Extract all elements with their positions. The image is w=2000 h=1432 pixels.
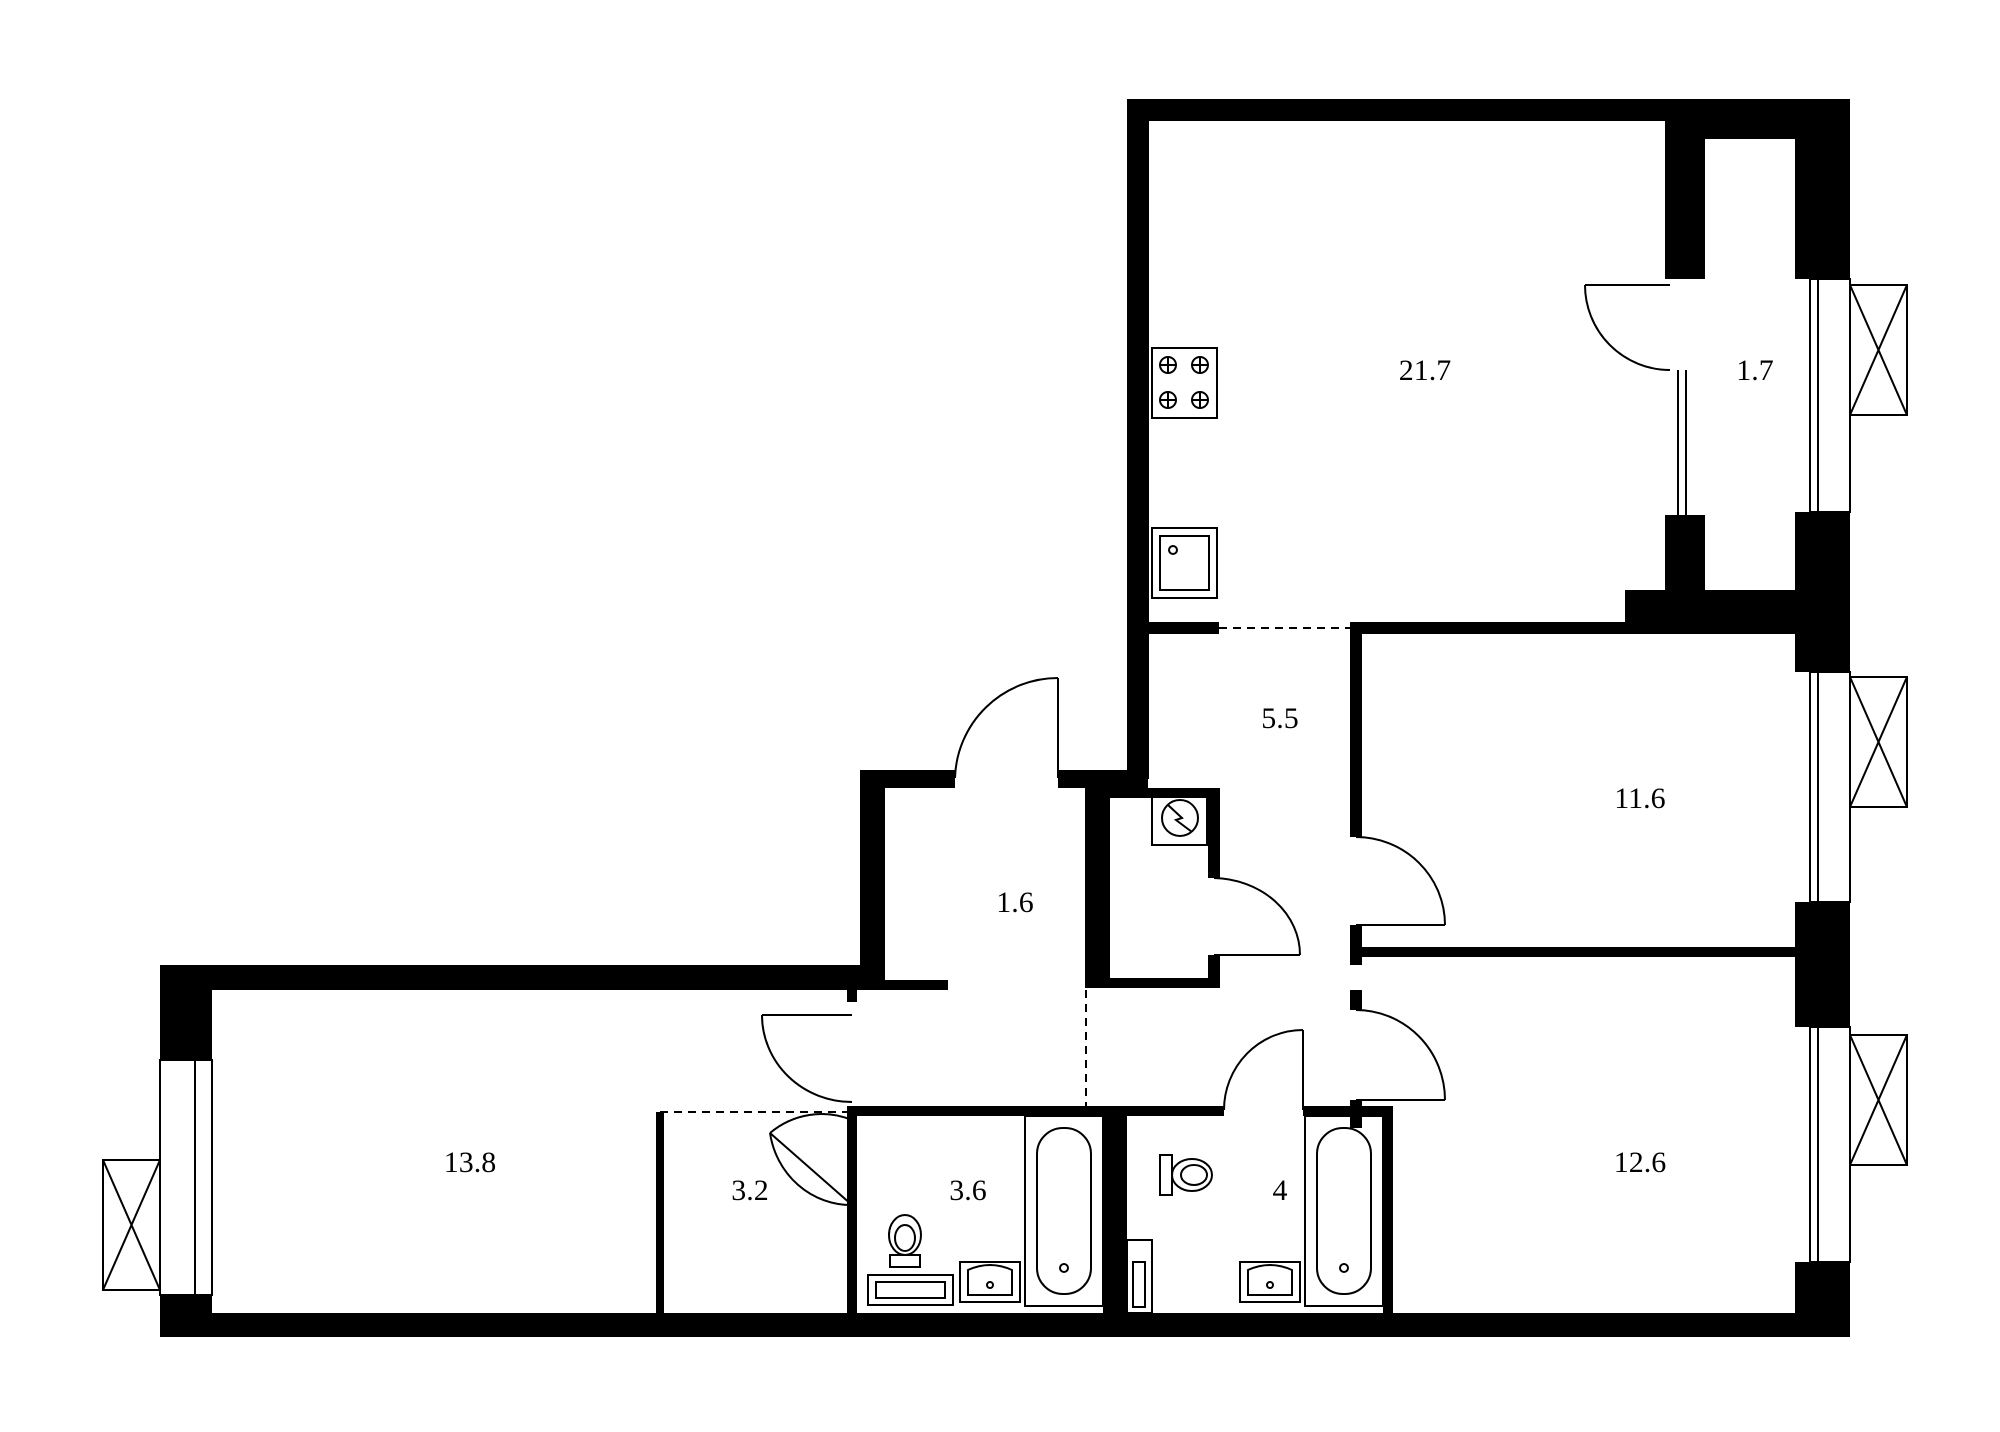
toilet-icon [1159, 1154, 1213, 1196]
room-area-hall: 5.5 [1261, 702, 1299, 735]
ac-unit-icon [1849, 284, 1908, 416]
room-area-balcony: 1.7 [1736, 354, 1774, 387]
bathtub-icon [1024, 1115, 1104, 1307]
bathroom-2-door [1223, 1029, 1304, 1111]
bedroom-2-door [761, 1014, 853, 1103]
electrical-panel-icon [1151, 789, 1208, 846]
entrance-door [954, 677, 1059, 779]
room-area-bedroom-2: 13.8 [444, 1146, 497, 1179]
room-area-bedroom-3: 12.6 [1614, 1146, 1667, 1179]
ac-unit-icon [1849, 1034, 1908, 1166]
balcony-door [1584, 284, 1687, 515]
bedroom-3-door [1355, 1009, 1446, 1101]
sink-icon [1151, 527, 1218, 599]
room-area-storage: 3.2 [731, 1174, 769, 1207]
closet-door [1213, 877, 1301, 956]
room-area-bathroom-2: 4 [1273, 1174, 1288, 1207]
walls [160, 99, 1850, 1337]
room-area-bathroom-1: 3.6 [949, 1174, 987, 1207]
room-area-bedroom-1: 11.6 [1614, 782, 1665, 815]
ac-unit-icon [102, 1159, 161, 1291]
bedroom-1-door [1355, 836, 1446, 926]
room-area-kitchen-living: 21.7 [1399, 354, 1452, 387]
washbasin-icon [1239, 1261, 1301, 1303]
room-labels: 21.7 1.7 5.5 11.6 1.6 13.8 3.2 3.6 4 12.… [444, 354, 1774, 1207]
toilet-icon [888, 1214, 922, 1268]
doors [761, 284, 1687, 1207]
openings [660, 627, 1350, 1113]
storage-door [769, 1113, 853, 1207]
bathtub-icon [1304, 1115, 1384, 1307]
windows [159, 278, 1851, 1296]
room-area-entrance: 1.6 [996, 886, 1034, 919]
washing-machine-icon [867, 1274, 954, 1306]
riser-icon [1126, 1239, 1153, 1314]
ac-unit-icon [1849, 676, 1908, 808]
stove-icon [1151, 347, 1218, 419]
washbasin-icon [959, 1261, 1021, 1303]
